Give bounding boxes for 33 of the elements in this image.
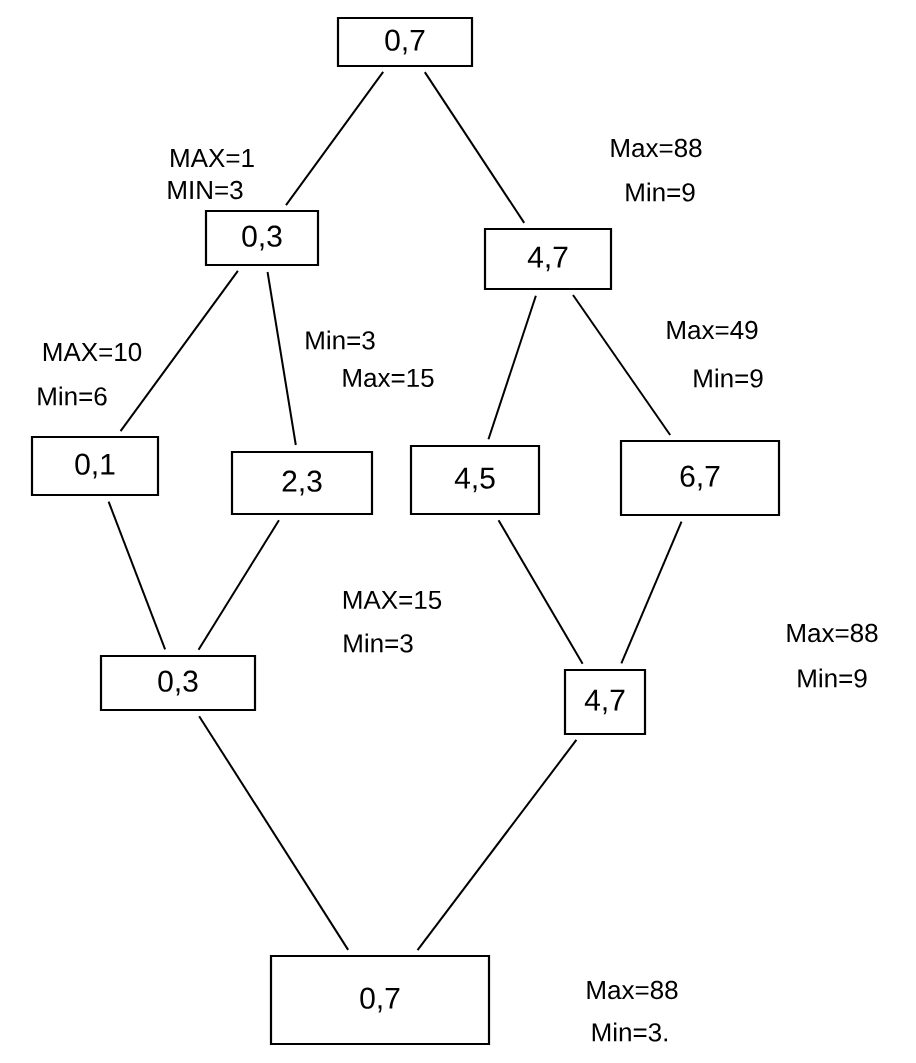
range-box: 4,7 <box>563 668 647 736</box>
connector-line <box>119 269 239 433</box>
min-max-label: MAX=15 <box>343 590 442 610</box>
connector-line <box>487 294 537 441</box>
range-box: 4,5 <box>409 444 541 516</box>
min-max-label: Max=15 <box>343 368 434 388</box>
min-max-label: Min=9 <box>626 182 695 202</box>
min-max-label: Max=49 <box>667 320 758 340</box>
min-max-label: MAX=10 <box>43 342 142 362</box>
min-max-label: Min=3. <box>592 1022 667 1042</box>
range-box: 0,7 <box>269 954 491 1046</box>
min-max-label: Max=88 <box>787 623 878 643</box>
range-box: 6,7 <box>619 439 781 517</box>
range-box: 2,3 <box>230 450 374 516</box>
connector-line <box>107 500 167 651</box>
min-max-label: MIN=3 <box>168 180 243 200</box>
range-box: 4,7 <box>483 227 613 291</box>
range-box: 0,7 <box>336 16 474 68</box>
connector-line <box>620 520 683 665</box>
connector-line <box>497 519 584 665</box>
range-box: 0,1 <box>30 435 160 497</box>
connector-line <box>416 738 578 952</box>
min-max-label: Min=9 <box>798 668 867 688</box>
connector-line <box>266 271 297 446</box>
range-box: 0,3 <box>204 209 320 267</box>
connector-line <box>198 715 350 951</box>
connector-line <box>572 294 672 436</box>
connector-line <box>423 71 526 224</box>
range-box: 0,3 <box>99 654 257 712</box>
connector-line <box>197 519 280 651</box>
min-max-label: Min=3 <box>344 633 413 653</box>
min-max-label: Min=3 <box>306 330 375 350</box>
connector-line <box>285 70 385 207</box>
